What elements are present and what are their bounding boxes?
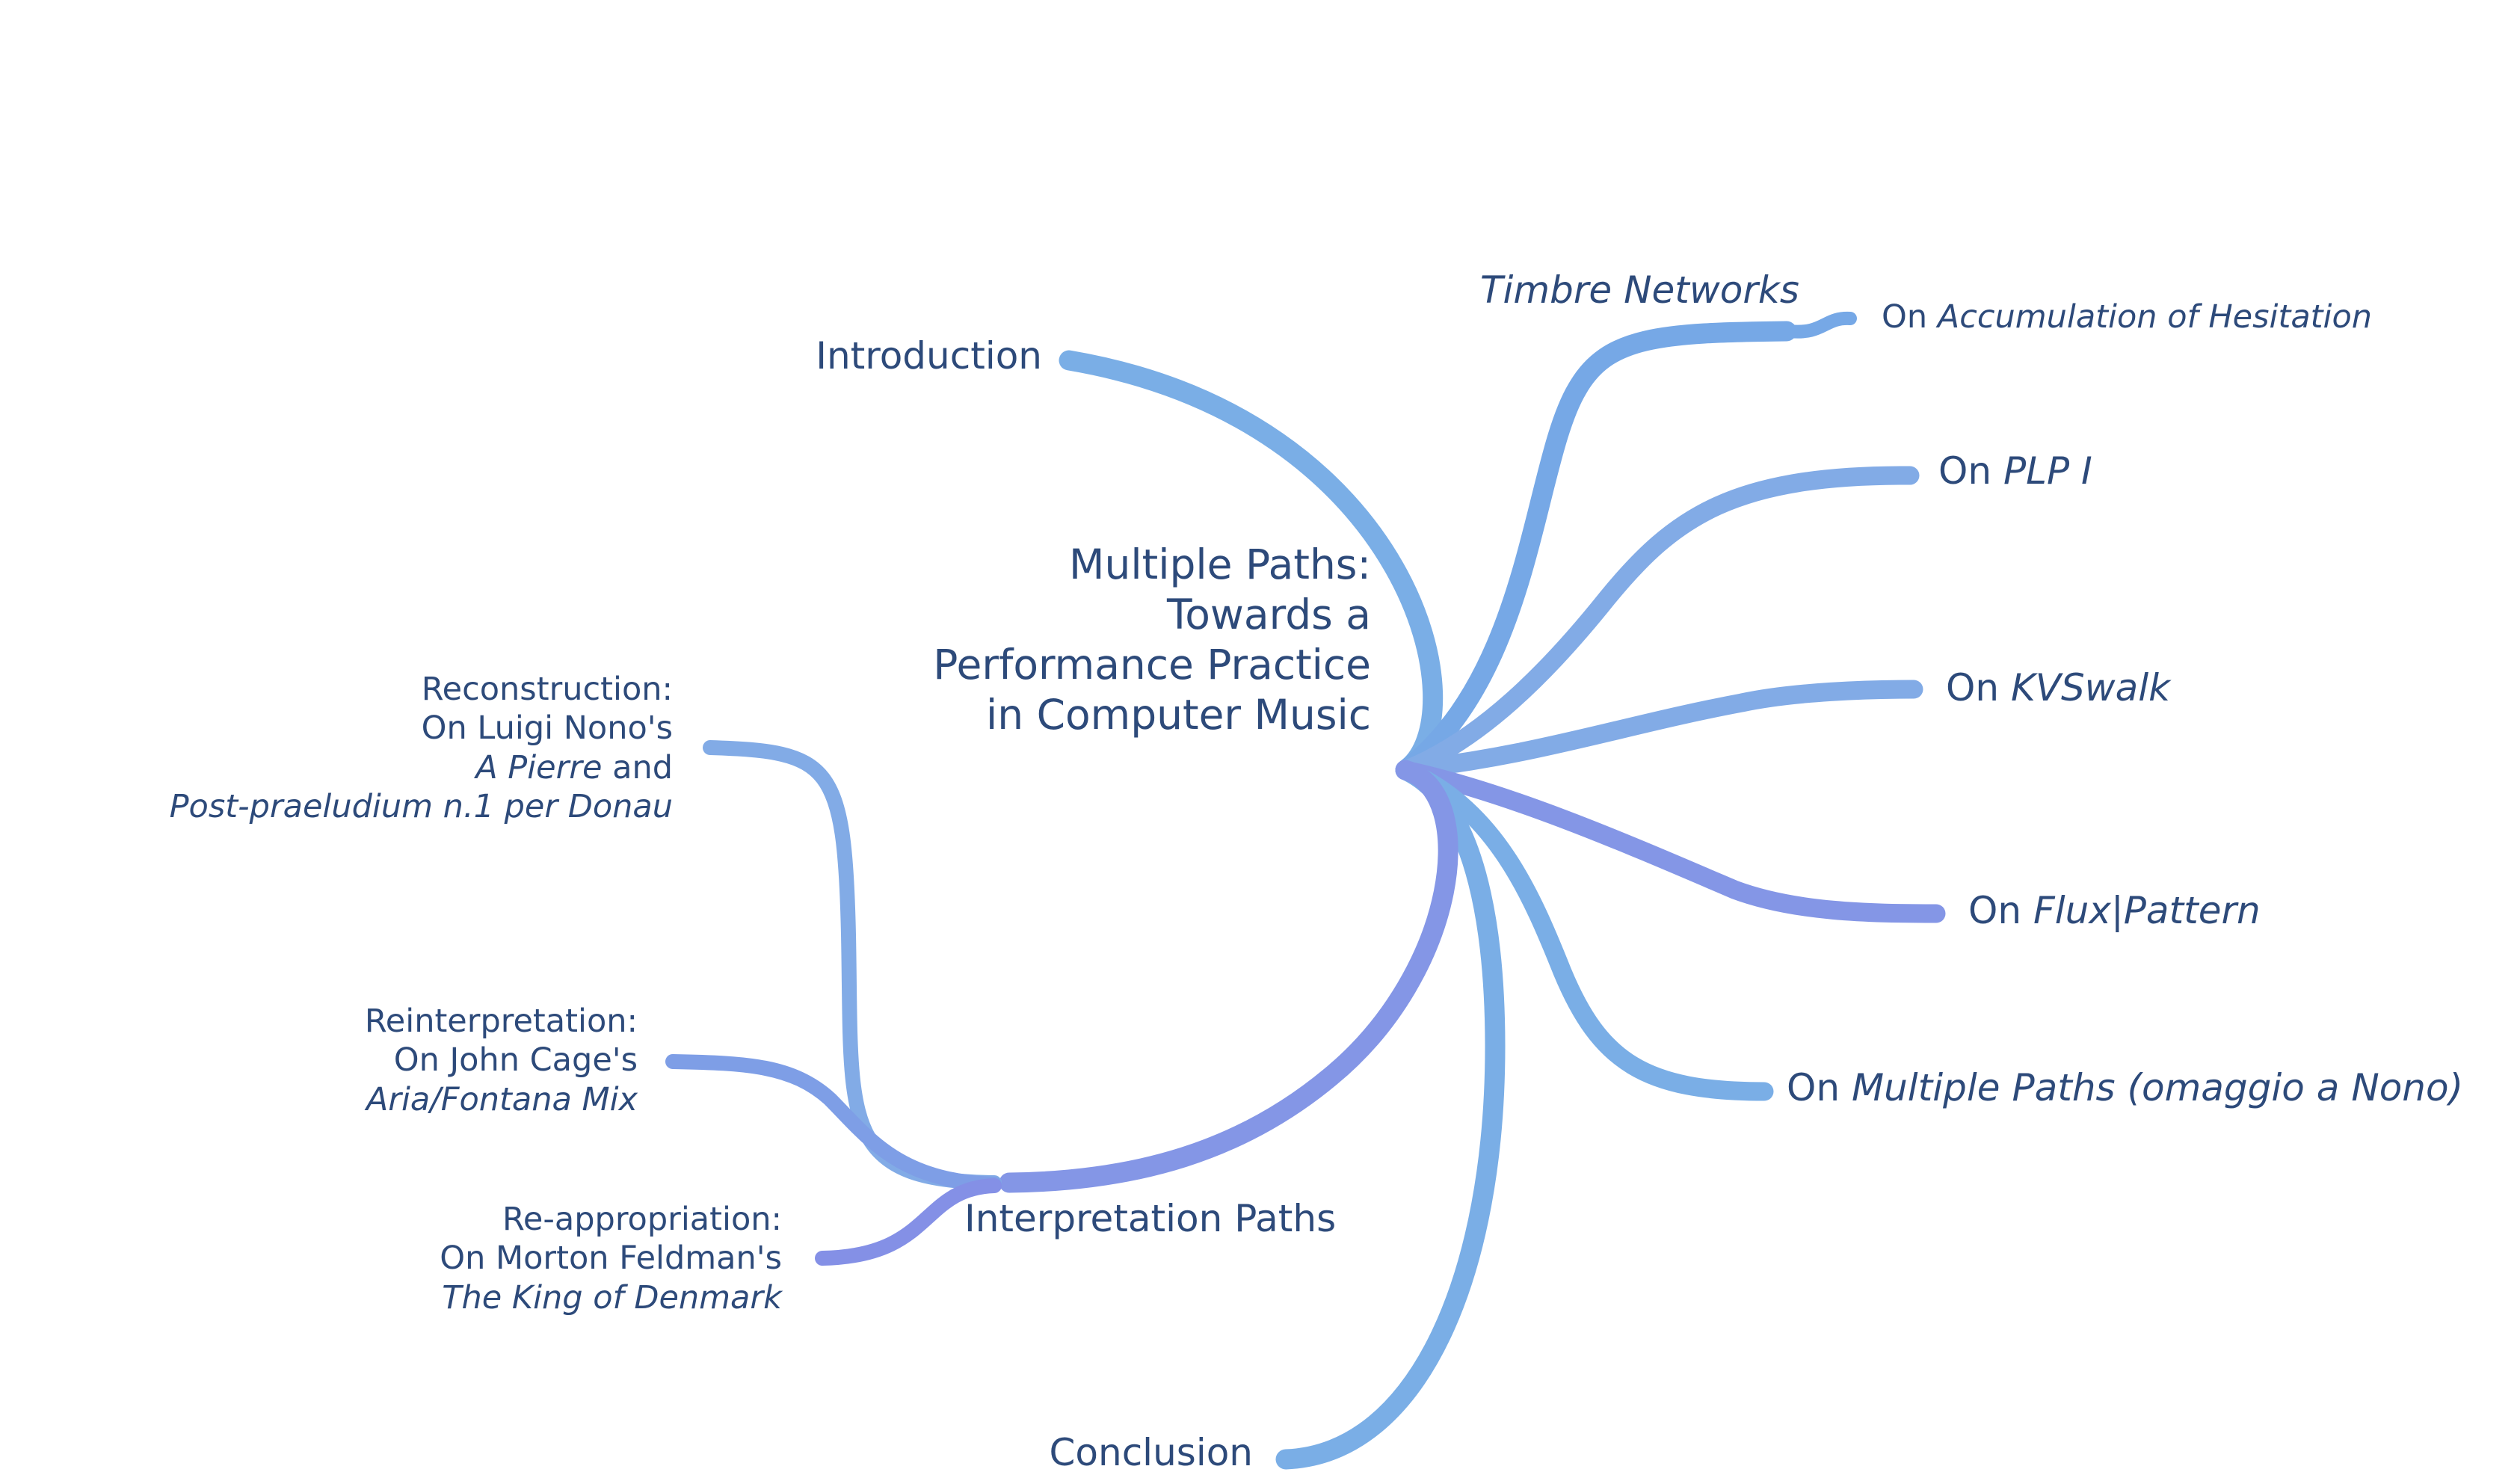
node-line: On Luigi Nono's bbox=[421, 709, 673, 748]
branch-reappropriation bbox=[815, 1178, 1002, 1266]
work-title: Multiple Paths (omaggio a Nono) bbox=[1851, 1066, 2464, 1109]
branch-interpretation bbox=[999, 760, 1458, 1193]
work-title: Post-praeludium n.1 per Donau bbox=[169, 788, 673, 826]
work-title: The King of Denmark bbox=[442, 1278, 782, 1317]
work-title: KVSwalk bbox=[2010, 666, 2171, 709]
node-timbre-networks: Timbre Networks bbox=[1480, 268, 1799, 313]
node-kvswalk: On KVSwalk bbox=[1946, 665, 2170, 711]
branch-multiple-paths bbox=[1396, 760, 1774, 1101]
work-title: Flux|Pattern bbox=[2033, 889, 2261, 932]
branch-conclusion bbox=[1275, 760, 1506, 1470]
node-line-rest: and bbox=[602, 748, 673, 786]
work-title: Aria/Fontana Mix bbox=[366, 1080, 638, 1118]
work-title: A Pierre bbox=[475, 748, 603, 786]
node-reconstruction: Reconstruction: On Luigi Nono's A Pierre… bbox=[170, 670, 673, 827]
central-topic-line: Towards a bbox=[1167, 591, 1371, 639]
node-line: Reconstruction: bbox=[421, 671, 673, 708]
node-reappropriation: Re-appropriation: On Morton Feldman's Th… bbox=[440, 1200, 782, 1317]
node-line: Post-praeludium n.1 per Donau bbox=[170, 787, 673, 826]
node-reinterpretation: Reinterpretation: On John Cage's Aria/Fo… bbox=[365, 1002, 638, 1119]
node-title: Timbre Networks bbox=[1480, 268, 1799, 312]
node-prefix: On bbox=[1968, 889, 2033, 932]
node-flux: On Flux|Pattern bbox=[1968, 888, 2261, 934]
node-line: Aria/Fontana Mix bbox=[365, 1080, 638, 1119]
branch-reinterpretation bbox=[665, 1054, 1002, 1192]
central-topic-line: Multiple Paths: bbox=[1069, 541, 1371, 588]
node-line: On John Cage's bbox=[393, 1041, 638, 1080]
node-multiple-paths: On Multiple Paths (omaggio a Nono) bbox=[1787, 1065, 2463, 1111]
node-introduction: Introduction bbox=[816, 334, 1042, 378]
central-topic-line: in Computer Music bbox=[985, 691, 1371, 739]
node-prefix: On bbox=[1938, 449, 2003, 493]
node-line: The King of Denmark bbox=[440, 1278, 782, 1317]
node-prefix: On bbox=[1882, 298, 1938, 336]
node-line: On Morton Feldman's bbox=[440, 1240, 782, 1278]
node-plp: On PLP I bbox=[1938, 449, 2092, 494]
node-interpretation-paths: Interpretation Paths bbox=[964, 1197, 1337, 1240]
node-prefix: On bbox=[1787, 1066, 1852, 1109]
node-line: Reinterpretation: bbox=[364, 1003, 638, 1040]
work-title: PLP I bbox=[2003, 449, 2092, 493]
node-line: Re-appropriation: bbox=[502, 1201, 782, 1238]
branch-flux bbox=[1396, 760, 1946, 923]
branch-accumulation bbox=[1781, 311, 1857, 339]
node-accumulation: On Accumulation of Hesitation bbox=[1882, 298, 2372, 336]
branch-kvswalk bbox=[1396, 680, 1923, 780]
node-conclusion: Conclusion bbox=[1049, 1431, 1254, 1474]
branch-timbre-networks bbox=[1395, 321, 1797, 780]
work-title: Accumulation of Hesitation bbox=[1937, 298, 2373, 336]
branch-introduction bbox=[1059, 350, 1444, 780]
central-topic: Multiple Paths: Towards a Performance Pr… bbox=[933, 540, 1371, 740]
central-topic-line: Performance Practice bbox=[933, 641, 1371, 689]
node-prefix: On bbox=[1946, 666, 2011, 709]
branch-plp bbox=[1396, 466, 1920, 780]
node-line: A Pierre and bbox=[170, 748, 673, 787]
